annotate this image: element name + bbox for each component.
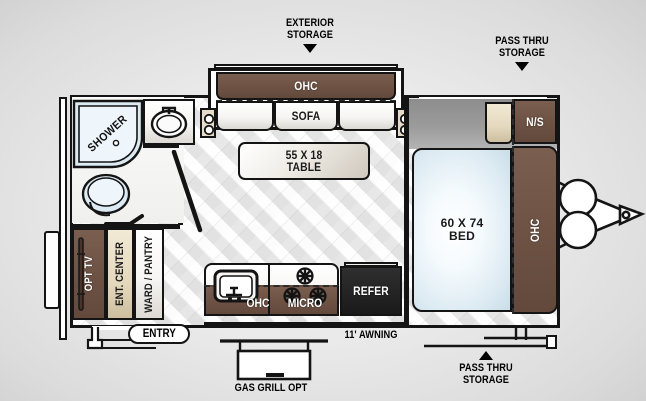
bedroom-wardrobe <box>485 102 513 144</box>
galley-ohc-label: OHC <box>246 296 270 310</box>
ward-pantry-label: WARD / PANTRY <box>143 235 155 313</box>
ent-center-cabinet: ENT. CENTER <box>106 228 134 320</box>
bed-label: 60 X 74 BED <box>440 216 484 243</box>
cooktop-burner-icon <box>283 267 327 305</box>
refrigerator: REFER <box>340 266 402 316</box>
bedroom-partition-wall <box>404 97 409 326</box>
living-ohc: OHC <box>216 72 396 100</box>
sofa-label: SOFA <box>291 109 321 123</box>
callout-exterior-storage: EXTERIOR STORAGE <box>286 17 334 41</box>
bathroom-door-icon <box>171 150 203 233</box>
kitchen-sink-icon <box>213 269 259 303</box>
ward-pantry-cabinet: WARD / PANTRY <box>134 228 164 320</box>
callout-pass-thru-storage-bottom: PASS THRU STORAGE <box>459 362 513 386</box>
sofa-cushion-left <box>216 101 274 131</box>
optional-rear-ladder-icon <box>44 231 60 309</box>
dinette-table-label: 55 X 18 TABLE <box>285 148 323 174</box>
exterior-storage-arrow-icon <box>303 44 317 53</box>
sofa-cushion-center: SOFA <box>274 101 338 131</box>
refer-label: REFER <box>353 284 389 298</box>
shower-icon <box>72 99 144 169</box>
galley-lower-cabinets <box>204 285 339 316</box>
galley-micro-label: MICRO <box>287 296 323 310</box>
pass-thru-storage-top-arrow-icon <box>515 62 529 71</box>
pass-thru-storage-bottom-arrow-icon <box>479 351 493 360</box>
bed: 60 X 74 BED <box>412 148 512 312</box>
tv-bracket-icon <box>77 237 85 311</box>
entry-label: ENTRY <box>142 328 176 340</box>
ent-center-label: ENT. CENTER <box>114 242 126 306</box>
bedroom-ohc-label: OHC <box>528 218 542 242</box>
toilet-icon <box>81 173 131 217</box>
bedroom-ohc-dash-line <box>512 146 514 314</box>
shower-label: SHOWER <box>72 99 144 169</box>
awning-rail <box>204 322 404 326</box>
hitch-assembly-icon <box>557 178 646 250</box>
nightstand-dash-line <box>512 99 514 145</box>
gas-grill-opt-icon <box>220 339 328 381</box>
callout-pass-thru-storage-top: PASS THRU STORAGE <box>495 35 549 59</box>
living-ohc-label: OHC <box>294 79 318 93</box>
overhead-hook-icon <box>104 214 144 226</box>
dinette-table: 55 X 18 TABLE <box>238 142 370 180</box>
pass-thru-storage-door-icon <box>424 327 557 349</box>
callout-gas-grill-opt: GAS GRILL OPT <box>234 382 308 394</box>
rear-cabinet-top-trim <box>72 224 180 229</box>
opt-tv-cabinet: OPT TV <box>72 228 106 320</box>
slide-out-roof-line <box>214 64 398 69</box>
sink-icon <box>150 106 188 139</box>
nightstand-label: N/S <box>526 114 544 129</box>
bedroom-nightstand: N/S <box>513 99 557 144</box>
bath-wall-nub <box>143 144 179 148</box>
galley-divider <box>268 265 270 315</box>
entry-label-pill: ENTRY <box>128 324 190 344</box>
sofa-cushion-right <box>338 101 396 131</box>
callout-awning: 11' AWNING <box>344 329 398 341</box>
shower-text: SHOWER <box>86 113 130 155</box>
bedroom-ohc: OHC <box>512 146 558 314</box>
refrigerator-top-trim <box>344 262 398 267</box>
slide-out-endcap-left <box>200 108 216 138</box>
rear-outer-wall <box>59 97 67 340</box>
